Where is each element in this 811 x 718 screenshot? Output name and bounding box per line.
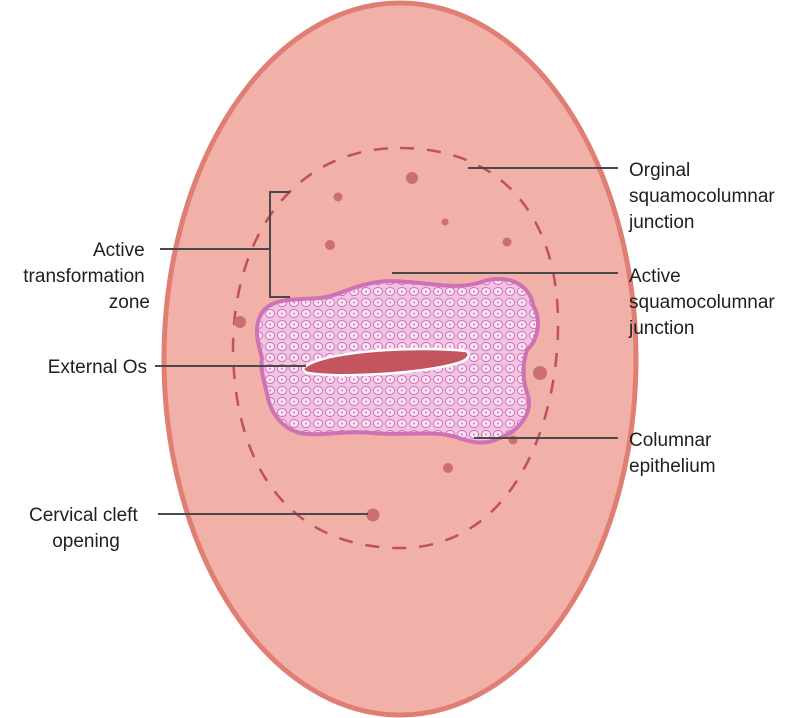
label-original-squamocolumnar-junction: Orginal squamocolumnar junction xyxy=(628,160,780,233)
label-external-os: External Os xyxy=(48,357,147,378)
label-columnar-epithelium: Columnar epithelium xyxy=(629,430,717,477)
label-active-squamocolumnar-junction: Active squamocolumnar junction xyxy=(628,266,780,339)
label-cervical-cleft-opening: Cervical cleft opening xyxy=(29,505,143,552)
label-active-transformation-zone: Active transformation zone xyxy=(23,240,150,313)
